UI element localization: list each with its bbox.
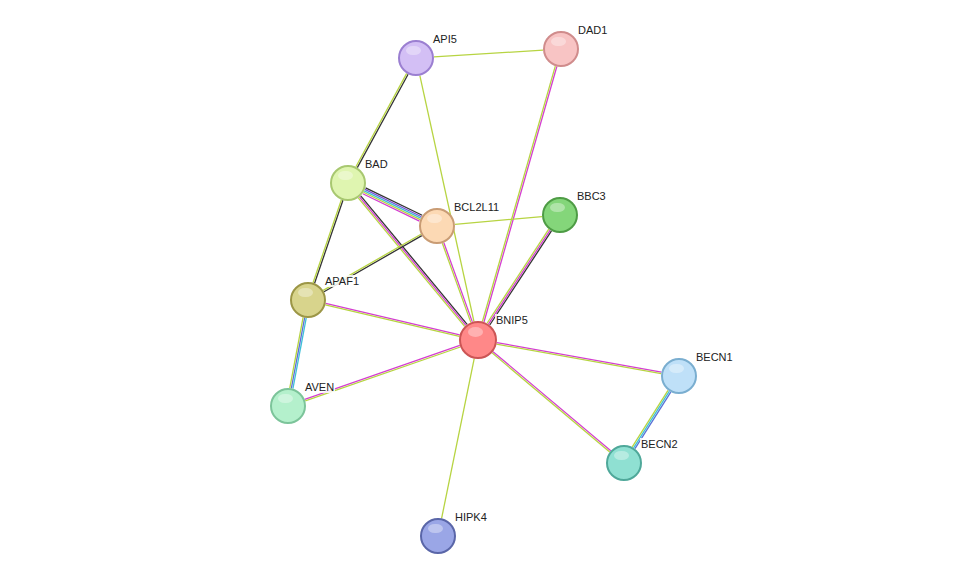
node-label: BECN2 [640, 438, 679, 450]
evidence-line [455, 217, 542, 225]
protein-node: BECN2 [606, 445, 642, 481]
node-highlight [614, 451, 628, 461]
protein-node: BNIP5 [459, 321, 497, 359]
interaction-edge [455, 217, 542, 225]
protein-node: HIPK4 [420, 518, 456, 554]
node-highlight [428, 524, 442, 534]
node-label: BNIP5 [495, 314, 529, 326]
evidence-line [291, 318, 304, 389]
evidence-line [493, 352, 611, 451]
node-label: BECN1 [695, 351, 734, 363]
interaction-edge [363, 188, 422, 221]
protein-node: DAD1 [543, 31, 579, 67]
node-label: BAD [364, 158, 389, 170]
evidence-line [364, 191, 421, 218]
evidence-line [487, 229, 549, 323]
interaction-edge [305, 345, 461, 400]
node-label: API5 [432, 33, 458, 45]
node-label: BCL2L11 [453, 201, 500, 213]
interaction-edge [325, 303, 459, 336]
evidence-line [323, 234, 421, 290]
evidence-line [293, 318, 306, 389]
interaction-edge [356, 73, 408, 167]
evidence-line [492, 353, 610, 452]
interaction-edge [492, 352, 611, 452]
evidence-line [442, 359, 475, 519]
evidence-line [363, 194, 420, 221]
interaction-edge [290, 317, 306, 388]
protein-node: BAD [330, 165, 366, 201]
evidence-line [420, 76, 474, 322]
protein-node: BCL2L11 [419, 208, 455, 244]
evidence-line [326, 303, 460, 335]
node-highlight [278, 394, 292, 404]
interaction-edge [313, 200, 343, 283]
evidence-line [313, 200, 341, 283]
interaction-edge [420, 76, 474, 322]
protein-node: AVEN [270, 388, 306, 424]
evidence-line [290, 317, 303, 388]
evidence-line [365, 189, 422, 216]
evidence-line [484, 67, 557, 322]
evidence-line [488, 230, 550, 324]
interaction-edge [442, 359, 475, 519]
interaction-edge [323, 234, 422, 291]
interaction-edge [442, 243, 472, 323]
evidence-line [497, 344, 662, 373]
node-highlight [550, 203, 564, 213]
evidence-line [442, 243, 470, 322]
evidence-line [305, 345, 460, 399]
evidence-line [497, 343, 662, 372]
interaction-edge [487, 229, 551, 325]
protein-node: APAF1 [290, 282, 326, 318]
protein-node: BECN1 [661, 358, 697, 394]
node-highlight [338, 171, 352, 181]
evidence-line [315, 200, 343, 283]
evidence-line [357, 74, 408, 167]
node-highlight [406, 46, 420, 56]
node-label: AVEN [304, 381, 335, 393]
interaction-edge [434, 50, 543, 57]
node-highlight [468, 327, 483, 337]
evidence-line [356, 73, 407, 166]
node-label: HIPK4 [454, 511, 488, 523]
node-highlight [298, 288, 312, 298]
node-highlight [551, 37, 565, 47]
protein-node: API5 [398, 40, 434, 76]
evidence-line [482, 66, 555, 321]
node-label: BBC3 [576, 190, 607, 202]
node-highlight [427, 214, 441, 224]
node-label: DAD1 [577, 24, 608, 36]
node-label: APAF1 [324, 275, 360, 287]
protein-node: BBC3 [542, 197, 578, 233]
evidence-line [324, 236, 422, 292]
interaction-edge [497, 343, 662, 374]
evidence-line [434, 50, 543, 57]
interaction-edge [482, 66, 556, 322]
evidence-line [444, 243, 472, 322]
evidence-line [490, 231, 552, 325]
node-highlight [669, 364, 683, 374]
evidence-line [325, 305, 459, 337]
